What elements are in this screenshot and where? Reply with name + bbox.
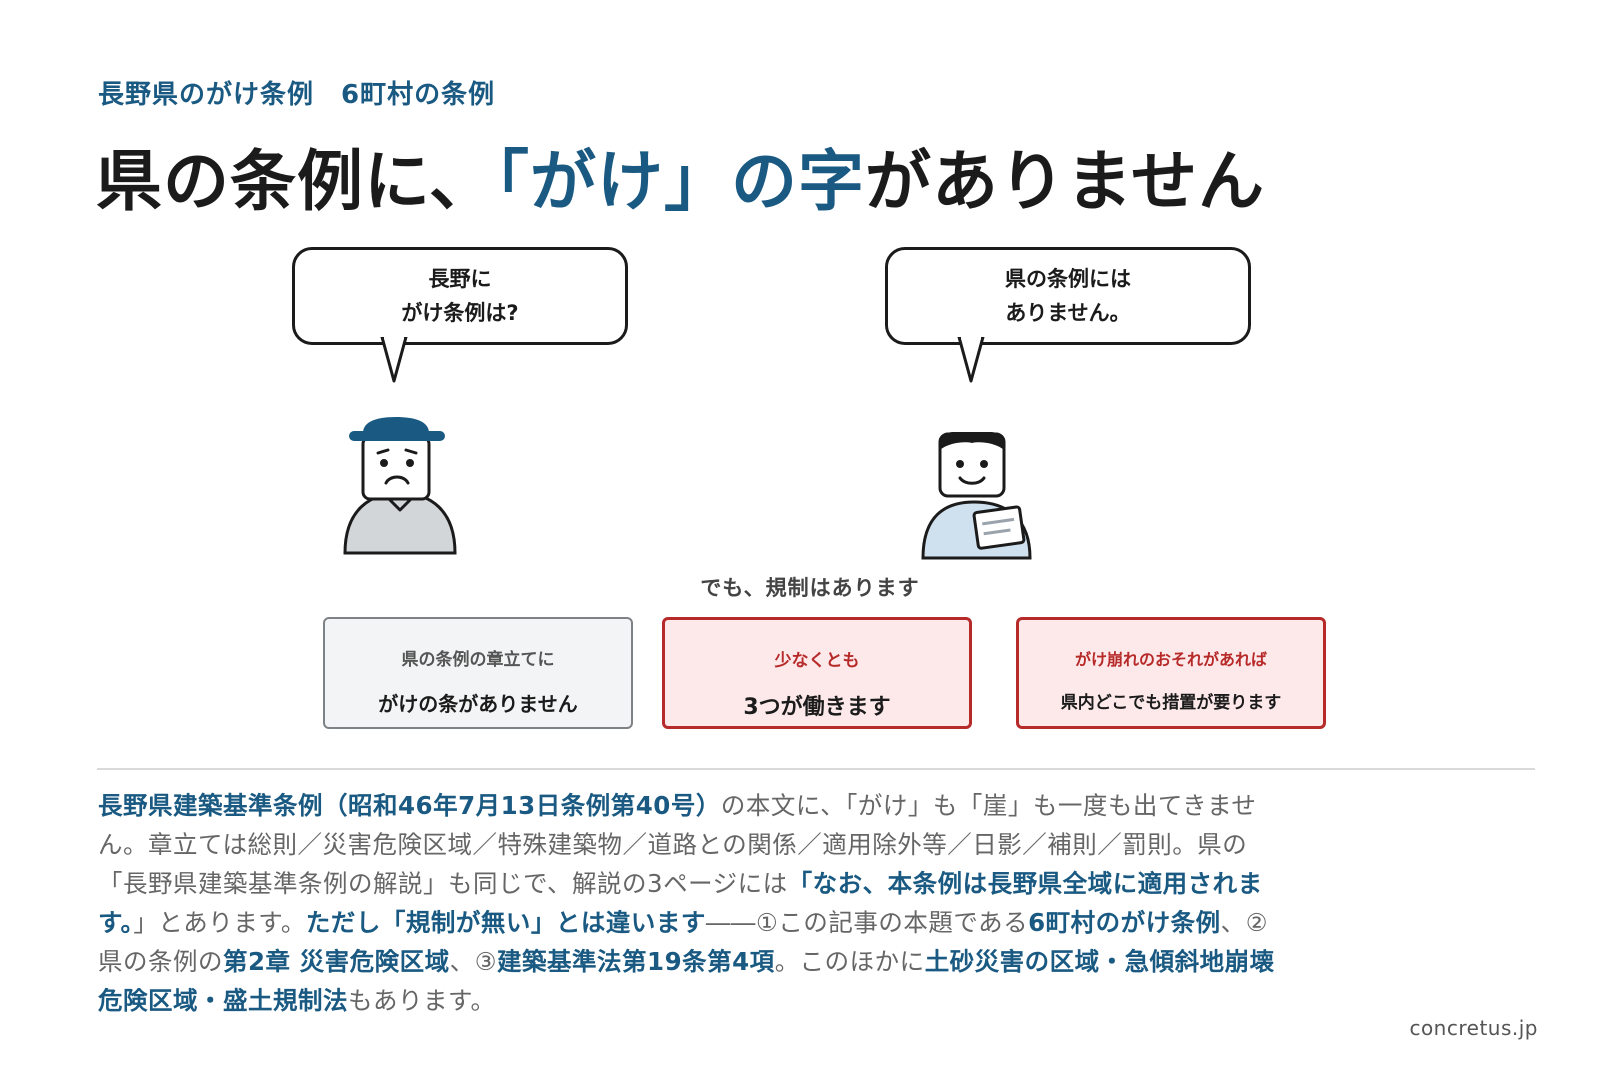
title-accent: 「がけ」の字 (496, 143, 866, 220)
speech-bubble-answer: 県の条例には ありません。 (885, 247, 1251, 345)
card-main-text: 3つが働きます (743, 695, 891, 720)
highlight: 建築基準法第19条第4項 (497, 947, 775, 976)
body-text: もあります。 (348, 986, 496, 1015)
divider (97, 768, 1535, 770)
highlight: 第2章 災害危険区域 (223, 947, 450, 976)
title-part-2: がありません (865, 143, 1266, 220)
bubble-line: 県の条例には (1005, 267, 1131, 291)
smiling-person-icon (921, 432, 1032, 560)
worried-person-icon (343, 417, 457, 555)
kicker: 長野県のがけ条例 6町村の条例 (98, 80, 496, 110)
info-card-no-cliff-article: 県の条例の章立てに がけの条がありません (323, 617, 633, 729)
body-text: ――①この記事の本題である (705, 908, 1029, 937)
body-text: の本文に、「がけ」も「崖」も一度も出てきません。章立ては総則／災害危険区域／特殊… (98, 791, 1257, 898)
card-main-text: 県内どこでも措置が要ります (1060, 693, 1282, 713)
bubble-tail-left (380, 337, 408, 383)
speech-bubble-question: 長野に がけ条例は? (292, 247, 628, 345)
highlight: 土砂災害の区域・急傾斜地崩壊危険区域・盛土規制法 (98, 947, 1275, 1015)
info-card-three-rules: 少なくとも 3つが働きます (662, 617, 972, 729)
body-paragraph: 長野県建築基準条例（昭和46年7月13日条例第40号）の本文に、「がけ」も「崖」… (98, 786, 1278, 1020)
info-card-statewide-measures: がけ崩れのおそれがあれば 県内どこでも措置が要ります (1016, 617, 1326, 729)
card-subtitle: 県の条例の章立てに (401, 650, 555, 670)
site-credit: concretus.jp (1409, 1016, 1538, 1040)
card-subtitle: がけ崩れのおそれがあれば (1074, 650, 1267, 669)
body-text: 、②県の条例の (98, 908, 1269, 976)
card-subtitle: 少なくとも (774, 651, 860, 671)
highlight: 長野県建築基準条例（昭和46年7月13日条例第40号） (98, 791, 721, 820)
highlight: ただし「規制が無い」とは違います (305, 908, 706, 937)
body-text: 、③ (449, 947, 498, 976)
bubble-line: がけ条例は? (401, 301, 519, 325)
body-text: 。このほかに (774, 947, 925, 976)
card-main-text: がけの条がありません (378, 692, 578, 716)
bubble-tail-right (957, 337, 985, 383)
transition-text: でも、規制はあります (700, 576, 920, 600)
bubble-line: 長野に (428, 267, 492, 291)
highlight: 6町村のがけ条例 (1028, 908, 1221, 937)
body-text: 」とあります。 (133, 908, 306, 937)
page-title: 県の条例に、「がけ」の字がありません (96, 128, 1265, 224)
title-part-1: 県の条例に、 (96, 143, 497, 220)
bubble-line: ありません。 (1005, 301, 1131, 325)
highlight: 「なお、本条例は長野県全域に適用されます。 (98, 869, 1263, 937)
